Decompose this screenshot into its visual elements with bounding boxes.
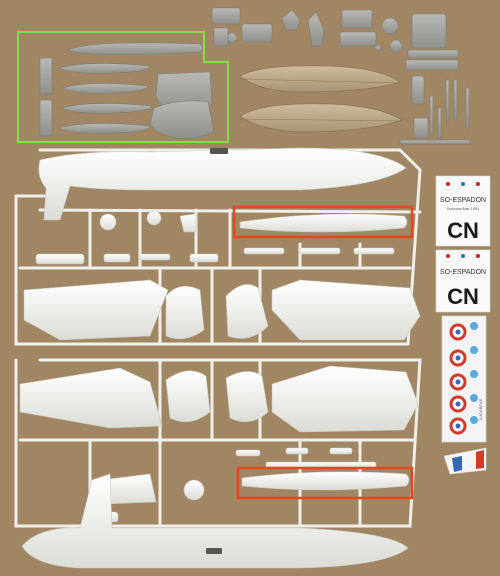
decal-sheet-1: SO-ESPADON Snecma Atar 1951 CN [435,175,491,247]
decal-3-side-text: LUCAROLE [478,398,483,420]
red-highlight-box-upper [232,205,414,239]
decal-2-title: SO-ESPADON [440,269,486,276]
decal-sheet-4-fin-flash [443,447,487,475]
red-highlight-box-lower [236,466,414,500]
decal-1-subtitle: Snecma Atar 1951 [447,206,481,211]
decal-1-title: SO-ESPADON [440,197,486,204]
decal-1-code: CN [447,218,479,243]
sprue-parts-lower [19,365,419,569]
decal-sheet-2: SO-ESPADON CN [435,249,491,313]
decal-2-code: CN [447,284,479,309]
roundel-column [449,322,478,435]
sprue-parts-upper [23,147,421,341]
resin-parts [39,7,471,145]
green-highlight-frame [17,31,229,143]
decal-sheet-3-roundels: LUCAROLE [441,315,487,443]
clear-canopy-parts [239,65,403,133]
